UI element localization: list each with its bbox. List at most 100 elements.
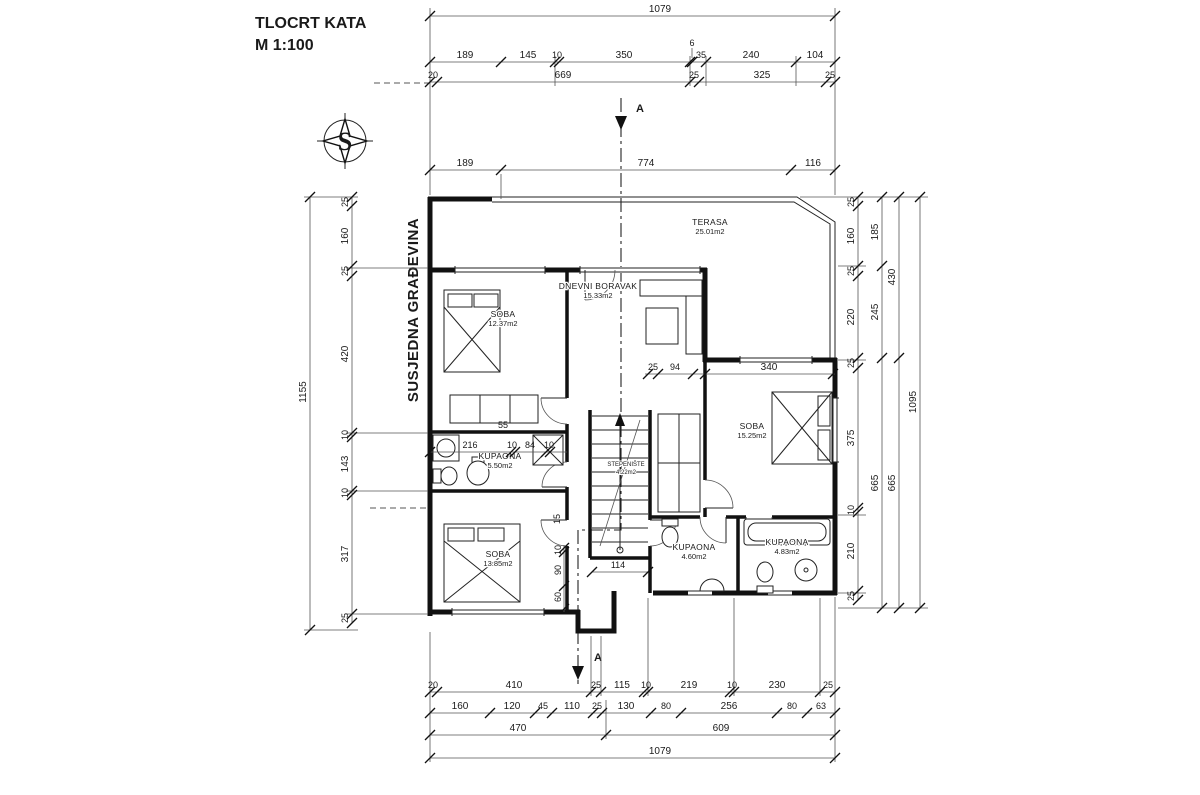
- dim-label: 219: [681, 680, 698, 691]
- dim-label: 25: [340, 197, 350, 207]
- dim-label: 25: [846, 591, 856, 601]
- dim-label: 210: [846, 542, 857, 559]
- dim-label: 110: [564, 701, 580, 712]
- room-area-soba2: 15.25m2: [737, 431, 766, 440]
- windows: [451, 266, 839, 616]
- dim-label: 6: [689, 38, 694, 48]
- title-block: TLOCRT KATA M 1:100: [255, 15, 367, 54]
- dim-label: 245: [870, 303, 881, 320]
- dim-label: 256: [721, 701, 738, 712]
- bed-soba2: [771, 391, 833, 465]
- neighbor-building-label: SUSJEDNA GRAĐEVINA: [405, 218, 422, 402]
- wardrobe-soba1: [449, 394, 539, 424]
- dim-label: 430: [887, 268, 898, 285]
- dim-label: 10: [544, 440, 554, 450]
- dim-label: 774: [638, 158, 655, 169]
- dim-label: 609: [713, 723, 730, 734]
- dim-label: 35: [696, 50, 706, 60]
- dim-label: 15: [552, 514, 562, 524]
- dim-label: 10: [727, 680, 737, 690]
- dim-label: 130: [618, 701, 635, 712]
- dim-label: 80: [787, 701, 797, 711]
- bathroom3-fixtures: [743, 518, 831, 594]
- dim-label: 25: [825, 70, 835, 80]
- dim-label: 60: [553, 592, 563, 602]
- dim-label: 160: [846, 227, 857, 244]
- dim-label: 45: [538, 701, 548, 711]
- dim-label: 20: [428, 680, 438, 690]
- dim-label: 665: [887, 474, 898, 491]
- north-letter: S: [338, 127, 352, 156]
- dim-label: 230: [769, 680, 786, 691]
- room-area-kupaona1: 5.50m2: [487, 461, 512, 470]
- extension-lines: [304, 8, 928, 762]
- dim-label: 116: [805, 158, 821, 169]
- sofa-living-room: [639, 279, 703, 355]
- dim-label: 25: [689, 70, 699, 80]
- dim-label: 143: [340, 455, 351, 472]
- room-name-kupaona3: KUPAONA: [765, 537, 808, 547]
- drawing-title: TLOCRT KATA: [255, 15, 367, 32]
- room-name-kupaona2: KUPAONA: [672, 542, 715, 552]
- dim-label: 340: [761, 362, 778, 373]
- dim-label: 10: [641, 680, 651, 690]
- dim-label: 317: [340, 545, 351, 562]
- dim-label: 55: [498, 420, 508, 430]
- furniture: [432, 279, 833, 603]
- dim-label: 470: [510, 723, 527, 734]
- room-name-kupaona1: KUPAONA: [478, 451, 521, 461]
- dim-label: 160: [452, 701, 469, 712]
- interior-walls: [430, 270, 835, 612]
- dim-label: 25: [592, 701, 602, 711]
- dim-label: 189: [457, 158, 474, 169]
- dim-label: 25: [648, 362, 658, 372]
- bed-soba3: [443, 523, 521, 603]
- room-area-terasa: 25.01m2: [695, 227, 724, 236]
- dim-label: 240: [743, 50, 760, 61]
- dim-label: 84: [525, 440, 535, 450]
- dim-label: 10: [553, 545, 563, 555]
- dim-label: 63: [816, 701, 826, 711]
- dim-label: 20: [428, 70, 438, 80]
- dim-label: 350: [616, 50, 633, 61]
- dim-label: 115: [614, 680, 630, 691]
- room-area-kupaona2: 4.60m2: [681, 552, 706, 561]
- dim-label: 145: [520, 50, 537, 61]
- dim-label: 665: [870, 474, 881, 491]
- room-name-terasa: TERASA: [692, 217, 728, 227]
- room-name-soba2: SOBA: [740, 421, 765, 431]
- dim-label: 10: [340, 430, 350, 440]
- wardrobe-soba2: [657, 413, 701, 513]
- drawing-scale: M 1:100: [255, 37, 314, 54]
- dim-label: 25: [340, 266, 350, 276]
- dim-label: 10: [507, 440, 517, 450]
- dim-label: 80: [661, 701, 671, 711]
- dim-label: 90: [553, 565, 563, 575]
- dim-label: 1079: [649, 4, 672, 15]
- dim-label: 94: [670, 362, 680, 372]
- reference-lines: [370, 82, 430, 509]
- room-area-dnevni: 15.33m2: [583, 291, 612, 300]
- room-name-soba1: SOBA: [491, 309, 516, 319]
- dim-label: 104: [807, 50, 824, 61]
- room-name-dnevni: DNEVNI BORAVAK: [559, 281, 638, 291]
- dim-label: 25: [591, 680, 601, 690]
- dim-label: 1155: [298, 381, 309, 403]
- dim-label: 325: [754, 70, 771, 81]
- room-name-soba3: SOBA: [486, 549, 511, 559]
- room-name-stepeniste: STEPENIŠTE: [607, 461, 644, 468]
- room-area-soba1: 12.37m2: [488, 319, 517, 328]
- dimension-chains: 1079 189 145 10 350 6 35 240 104 20 669 …: [298, 4, 926, 764]
- dim-label: 25: [846, 197, 856, 207]
- terrace-parapet: [492, 196, 836, 358]
- dim-label: 10: [552, 50, 562, 60]
- dim-label: 185: [870, 223, 881, 240]
- dim-label: 410: [506, 680, 523, 691]
- dim-label: 25: [846, 358, 856, 368]
- dim-label: 160: [340, 227, 351, 244]
- dim-label: 1079: [649, 746, 672, 757]
- dim-label: 120: [504, 701, 521, 712]
- north-compass-icon: S: [317, 113, 373, 169]
